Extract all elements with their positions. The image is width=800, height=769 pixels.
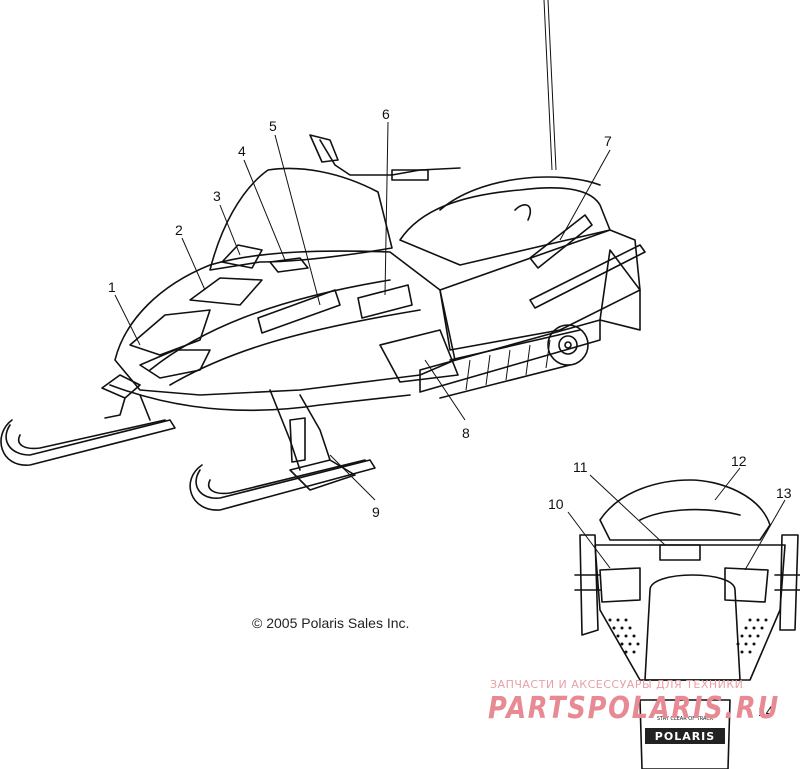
snowmobile-side-view	[0, 134, 646, 511]
rear-rail-right-bar	[774, 574, 800, 591]
watermark-caption: ЗАПЧАСТИ И АКСЕССУАРЫ ДЛЯ ТЕХНИКИ	[490, 678, 743, 691]
decal-13	[724, 567, 769, 603]
hood-line-2	[169, 309, 421, 386]
callout-6: 6	[382, 106, 390, 122]
headlight	[129, 309, 211, 356]
rear-cowl	[594, 544, 786, 681]
track-lower	[439, 364, 571, 399]
callout-10: 10	[548, 496, 564, 512]
ski-left-inner	[18, 419, 166, 450]
flap-brand-band	[645, 728, 725, 744]
hood	[114, 250, 456, 396]
rear-rail-left	[579, 534, 599, 636]
tread-pattern-right	[736, 618, 768, 654]
watermark-brand: PARTSPOLARIS.RU	[488, 691, 780, 726]
flag-pole-2	[547, 0, 557, 171]
front-suspension-right	[269, 389, 331, 471]
hood-line-1	[149, 279, 391, 371]
ski-right-spindle	[289, 459, 356, 491]
rear-idler-center	[564, 341, 572, 349]
decal-8	[379, 329, 459, 383]
callout-7: 7	[604, 133, 612, 149]
rear-seat	[599, 479, 771, 541]
handlebar-left-grip	[309, 134, 339, 163]
track-lugs	[465, 339, 551, 391]
decal-10	[599, 567, 641, 603]
decal-4	[269, 257, 309, 273]
decal-6	[357, 284, 413, 319]
seat	[399, 187, 611, 266]
ski-right-inner	[208, 459, 366, 495]
rear-rail-left-bar	[574, 574, 601, 591]
belly-pan	[109, 384, 411, 412]
callout-8: 8	[462, 425, 470, 441]
callout-3: 3	[213, 188, 221, 204]
rear-idler-wheel	[547, 324, 589, 366]
windshield	[209, 167, 393, 271]
rear-bumper	[529, 244, 646, 309]
headlight-2	[139, 349, 211, 379]
rear-snow-flap	[639, 699, 731, 769]
decal-3	[221, 244, 263, 269]
decal-5	[257, 289, 341, 334]
callout-5: 5	[269, 118, 277, 134]
decal-11	[659, 544, 701, 561]
callout-14: 14	[758, 703, 774, 719]
track-upper	[449, 329, 581, 361]
rear-rail-right	[779, 534, 799, 631]
seat-top	[439, 176, 601, 211]
rear-idler-hub	[558, 335, 578, 355]
rear-seat-inner	[639, 508, 741, 521]
callout-13: 13	[776, 485, 792, 501]
handlebar-grip	[391, 169, 429, 181]
decal-7	[529, 214, 593, 269]
flag-pole	[543, 0, 553, 171]
leader-lines-inset	[567, 467, 786, 571]
ski-left	[0, 419, 176, 466]
callout-4: 4	[238, 143, 246, 159]
leader-lines-main	[114, 121, 611, 501]
tail-light	[644, 574, 741, 681]
callout-2: 2	[175, 222, 183, 238]
rear-view-inset: STAY CLEAR OF TRACK POLARIS	[574, 479, 800, 769]
front-suspension-left	[104, 394, 151, 421]
spindle	[289, 417, 306, 463]
handlebar	[319, 139, 461, 176]
decal-2	[189, 277, 263, 306]
rear-body	[439, 229, 641, 351]
ski-right	[189, 459, 376, 511]
tread-pattern-left	[608, 618, 640, 654]
callout-11: 11	[573, 459, 588, 475]
callout-12: 12	[731, 453, 747, 469]
callout-9: 9	[372, 504, 380, 520]
copyright-text: © 2005 Polaris Sales Inc.	[252, 615, 409, 631]
front-bumper	[101, 374, 141, 399]
tunnel	[419, 319, 601, 393]
flap-brand-text: POLARIS	[655, 730, 715, 743]
flap-warning-text: STAY CLEAR OF TRACK	[657, 716, 714, 722]
callout-1: 1	[108, 279, 116, 295]
seat-handle	[514, 204, 532, 221]
snow-flap	[599, 249, 641, 331]
